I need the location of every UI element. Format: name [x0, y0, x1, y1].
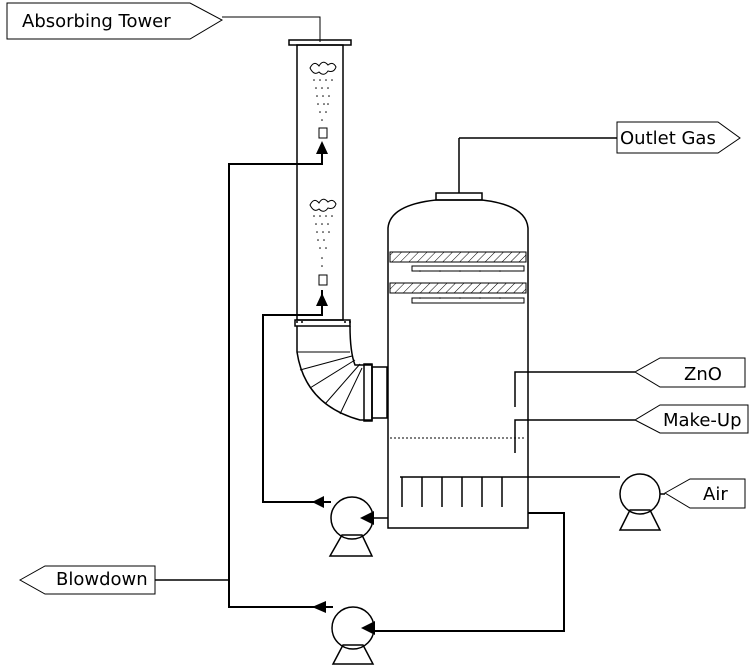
outlet-gas-label: Outlet Gas [620, 128, 716, 149]
zno-label: ZnO [684, 364, 722, 385]
spray-nozzle-upper [309, 61, 337, 139]
make-up-tag: Make-Up [633, 404, 749, 434]
make-up-label: Make-Up [663, 410, 742, 431]
absorbing-tower [288, 39, 352, 327]
absorbing-tower-pointer [222, 16, 321, 42]
circulation-pump-lower [228, 141, 565, 665]
spray-nozzle-lower [309, 198, 337, 286]
air-sparger [400, 476, 528, 507]
absorbing-tower-label: Absorbing Tower [22, 11, 171, 32]
air-blower [528, 473, 665, 531]
zno-tag: ZnO [634, 357, 746, 388]
scrubber-vessel [387, 137, 617, 529]
blowdown-label: Blowdown [56, 569, 148, 590]
outlet-gas-tag: Outlet Gas [616, 121, 741, 154]
recirculation-pump-upper [262, 290, 388, 557]
air-label: Air [703, 484, 728, 505]
zno-feed-line [514, 371, 635, 407]
elbow-duct [296, 325, 388, 422]
make-up-feed-line [514, 419, 635, 453]
blowdown-tag: Blowdown [18, 565, 156, 595]
air-tag: Air [664, 478, 746, 509]
absorbing-tower-tag: Absorbing Tower [6, 2, 224, 40]
